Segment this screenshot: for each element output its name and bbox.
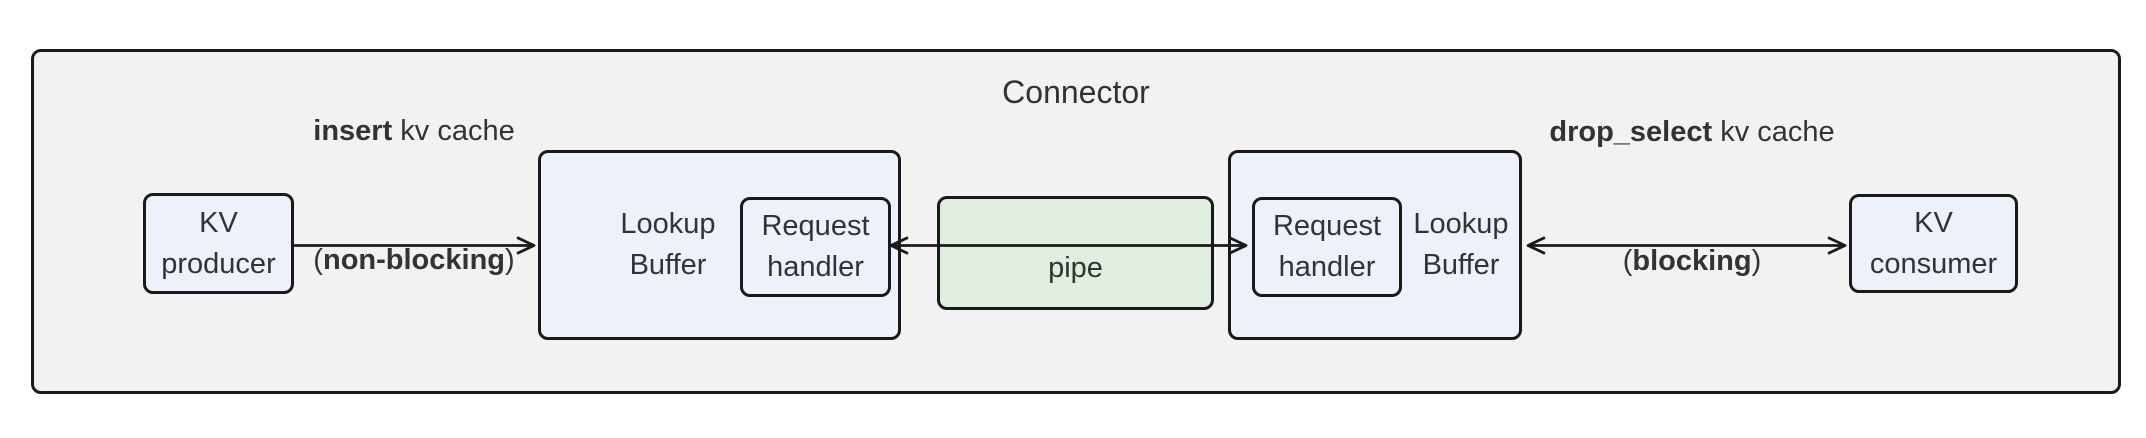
kv-consumer-label-line1: KV: [1914, 206, 1953, 239]
drop-select-edge-label-line1: drop_select kv cache: [1549, 116, 1835, 148]
pipe-label: pipe: [1048, 252, 1103, 284]
kv-consumer-label-line2: consumer: [1869, 247, 1998, 280]
lookup-buffer-right-label: Lookup Buffer: [1413, 208, 1509, 281]
request-handler-right-label-line1: Request: [1272, 210, 1381, 242]
request-handler-left-label-line2: handler: [767, 251, 864, 283]
request-handler-left-label-line1: Request: [761, 210, 870, 242]
kv-producer-node: KV producer: [143, 193, 294, 294]
request-handler-right-node: Request handler: [1252, 197, 1402, 297]
insert-edge-label: insert kv cache (non-blocking): [313, 24, 514, 368]
lookup-buffer-left-label: Lookup Buffer: [620, 208, 716, 281]
kv-producer-label-line2: producer: [161, 247, 276, 280]
insert-edge-label-line2: (non-blocking): [313, 244, 515, 276]
insert-edge-label-line1: insert kv cache: [313, 115, 515, 147]
lookup-buffer-right-node: Request handler Lookup Buffer: [1228, 150, 1522, 340]
request-handler-right-label-line2: handler: [1278, 251, 1376, 283]
drop-select-edge-label-line2: (blocking): [1622, 245, 1762, 277]
lookup-buffer-left-node: Lookup Buffer Request handler: [538, 150, 901, 340]
connector-title: Connector: [1002, 74, 1150, 110]
kv-consumer-node: KV consumer: [1849, 194, 2018, 293]
pipe-node: pipe: [937, 196, 1214, 310]
request-handler-left-node: Request handler: [740, 197, 891, 297]
kv-producer-label-line1: KV: [199, 206, 238, 239]
drop-select-edge-label: drop_select kv cache (blocking): [1549, 25, 1834, 369]
